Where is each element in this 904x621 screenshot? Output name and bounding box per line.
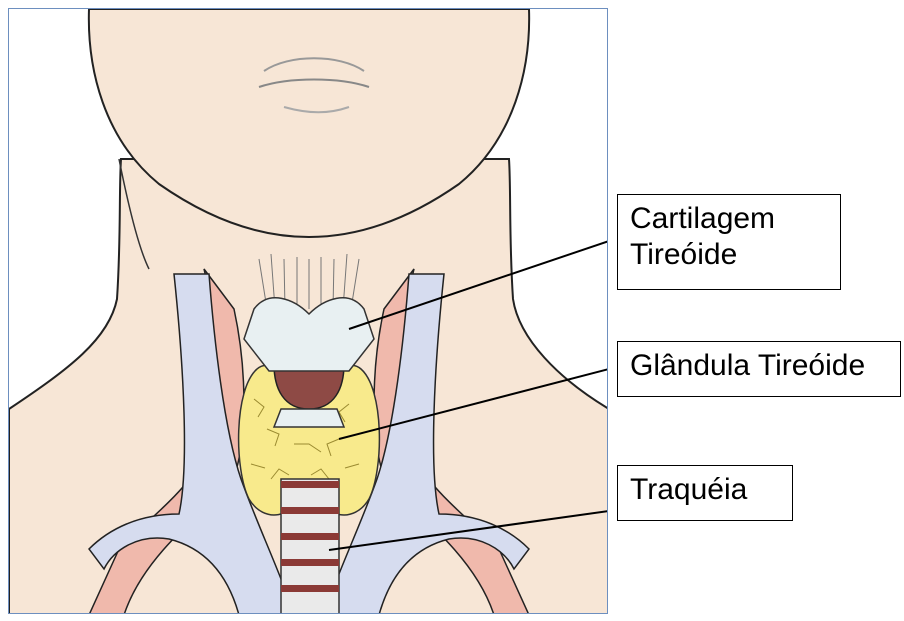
label-thyroid-gland: Glândula Tireóide bbox=[617, 341, 901, 397]
illustration-frame bbox=[8, 8, 608, 614]
cricoid-cartilage bbox=[274, 409, 344, 427]
label-thyroid-cartilage: Cartilagem Tireóide bbox=[617, 194, 841, 290]
neck-illustration bbox=[9, 9, 608, 614]
trachea bbox=[281, 479, 339, 614]
label-trachea: Traquéia bbox=[617, 465, 793, 521]
